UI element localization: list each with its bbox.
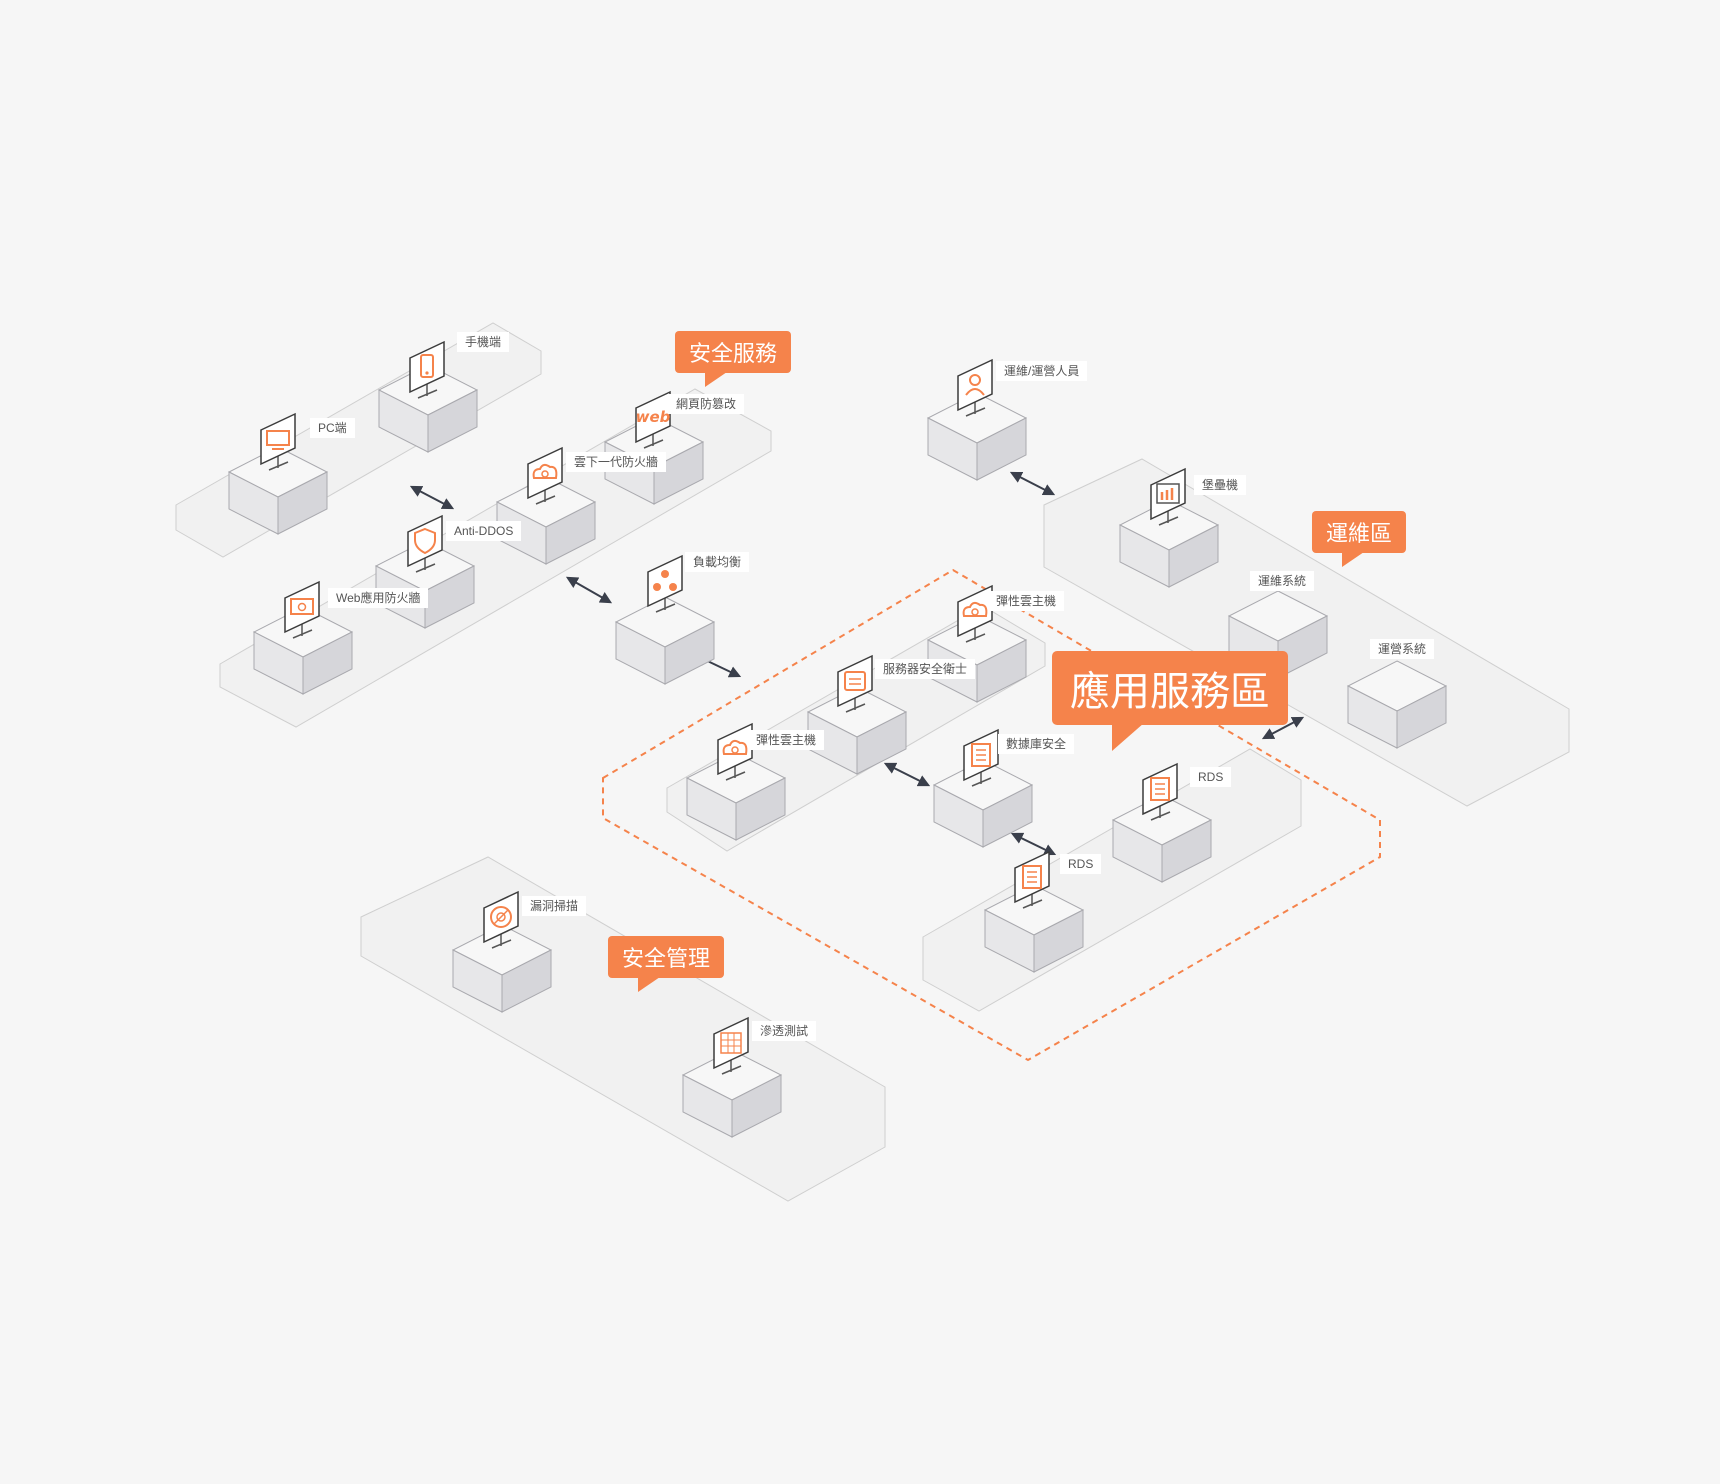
callout-security-service: 安全服務	[674, 331, 792, 387]
database-icon	[1142, 762, 1178, 821]
scan-icon	[483, 890, 519, 949]
load-balancer-icon	[647, 554, 683, 613]
label-pentest: 滲透測試	[752, 1021, 817, 1041]
label-mobile: 手機端	[457, 332, 510, 352]
label-web-tamper: 網頁防篡改	[668, 394, 745, 414]
cloud-shield-icon	[527, 446, 563, 505]
box-operation-system	[1346, 660, 1448, 749]
arrow-security-to-lb	[565, 576, 613, 604]
label-server-guard: 服務器安全衛士	[875, 659, 976, 679]
label-anti-ddos: Anti-DDOS	[446, 521, 522, 541]
shield-icon	[407, 514, 443, 573]
firewall-icon	[284, 580, 320, 639]
arrow-ops-staff-to-bastion	[1009, 471, 1056, 496]
chart-icon	[1150, 467, 1186, 526]
arrow-server-to-db	[883, 762, 931, 787]
database-icon	[1014, 850, 1050, 909]
label-rds-top: RDS	[1190, 767, 1232, 787]
box-bastion	[1118, 499, 1220, 588]
callout-ops-zone: 運維區	[1311, 511, 1407, 567]
box-pentest	[681, 1049, 783, 1138]
label-waf: Web應用防火牆	[328, 588, 429, 608]
box-load-balancer	[614, 596, 716, 685]
phone-icon	[409, 340, 445, 399]
cloud-server-icon	[717, 722, 753, 781]
app-zone-boundary	[602, 568, 1381, 1062]
box-ecs-left	[685, 752, 787, 841]
box-waf	[252, 606, 354, 695]
label-ops-system: 運維系統	[1250, 571, 1315, 591]
box-vuln-scan	[451, 924, 553, 1013]
label-db-security: 數據庫安全	[998, 734, 1075, 754]
arrow-rds-to-db	[1010, 832, 1057, 856]
box-mobile	[377, 364, 479, 453]
grid-icon	[713, 1016, 749, 1075]
server-guard-icon	[837, 654, 873, 713]
box-server-guard	[806, 686, 908, 775]
label-ecs-top: 彈性雲主機	[988, 591, 1065, 611]
label-cloud-firewall: 雲下一代防火牆	[566, 452, 667, 472]
web-icon: web	[635, 390, 671, 449]
box-rds-top	[1111, 794, 1213, 883]
svg-text:web: web	[636, 408, 671, 426]
callout-security-mgmt: 安全管理	[607, 936, 725, 992]
box-db-security	[932, 759, 1034, 848]
database-security-icon	[963, 728, 999, 787]
label-ecs-left: 彈性雲主機	[748, 730, 825, 750]
arrow-app-to-ops	[1261, 716, 1305, 740]
box-ops-staff	[926, 392, 1028, 481]
user-icon	[957, 358, 993, 417]
label-rds-bottom: RDS	[1060, 854, 1102, 874]
callout-app-zone: 應用服務區	[1052, 651, 1288, 751]
cloud-server-icon	[957, 584, 993, 643]
box-rds-bottom	[983, 884, 1085, 973]
label-vuln-scan: 漏洞掃描	[522, 896, 587, 916]
arrow-client-to-security	[409, 485, 455, 510]
label-operation-system: 運營系統	[1370, 639, 1435, 659]
label-bastion: 堡壘機	[1194, 475, 1247, 495]
label-load-balancer: 負載均衡	[685, 552, 750, 572]
monitor-icon	[260, 412, 296, 471]
label-ops-staff: 運維/運營人員	[996, 361, 1088, 381]
box-pc	[227, 446, 329, 535]
label-pc: PC端	[310, 418, 355, 438]
